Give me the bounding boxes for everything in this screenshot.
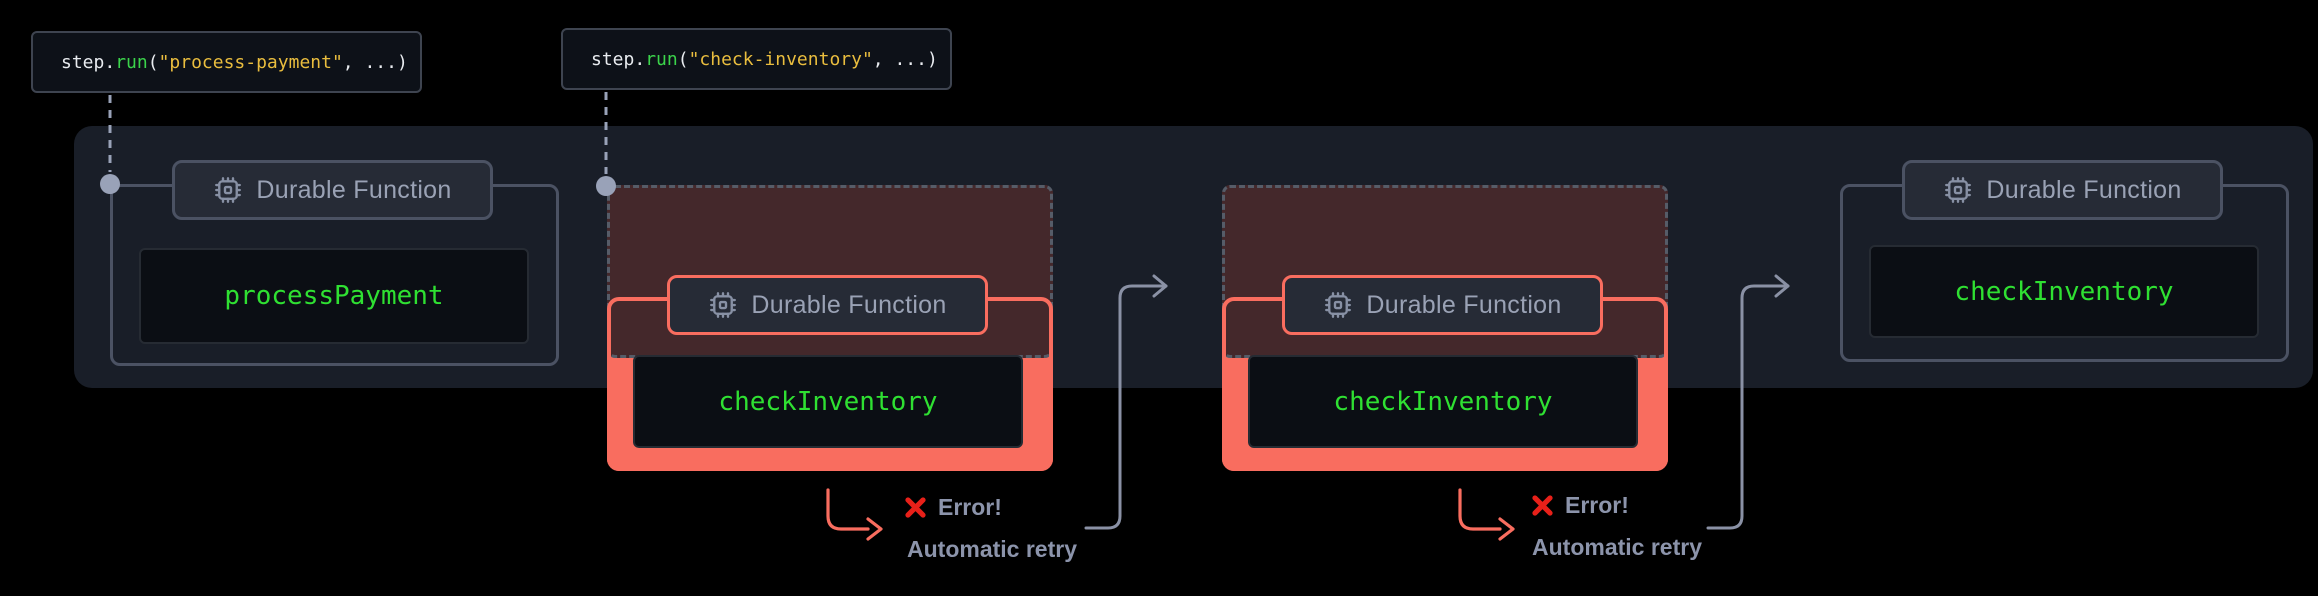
code-token: "process-payment" bbox=[158, 51, 343, 73]
code-token: "check-inventory" bbox=[688, 48, 873, 70]
durable-function-card-1: Durable Function processPayment bbox=[110, 160, 559, 366]
error-elbow-arrow-1 bbox=[826, 488, 883, 541]
durable-function-badge: Durable Function bbox=[667, 275, 988, 335]
function-name: checkInventory bbox=[718, 386, 938, 417]
code-token: , ...) bbox=[872, 48, 938, 70]
code-token: ( bbox=[677, 48, 689, 70]
durable-function-badge: Durable Function bbox=[172, 160, 493, 220]
error-label: Error! bbox=[1565, 492, 1629, 518]
code-token: . bbox=[104, 51, 116, 73]
code-token: . bbox=[634, 48, 646, 70]
function-name-box: checkInventory bbox=[1869, 245, 2259, 338]
arrowhead bbox=[1498, 517, 1515, 541]
function-name-box: checkInventory bbox=[1248, 355, 1638, 448]
x-mark-icon bbox=[1532, 495, 1553, 516]
function-name-box: processPayment bbox=[139, 248, 529, 344]
chip-icon bbox=[215, 177, 242, 203]
code-token: step bbox=[591, 48, 635, 70]
chip-icon bbox=[710, 292, 737, 318]
retry-annotation-2: Automatic retry bbox=[1532, 534, 1702, 561]
durable-function-badge: Durable Function bbox=[1902, 160, 2223, 220]
badge-label: Durable Function bbox=[1366, 290, 1562, 319]
code-token: run bbox=[645, 48, 678, 70]
code-snippet-box-1: step.run("process-payment", ...) bbox=[31, 31, 422, 93]
badge-label: Durable Function bbox=[1986, 175, 2182, 204]
error-label: Error! bbox=[938, 494, 1002, 520]
function-name-box: checkInventory bbox=[633, 355, 1023, 448]
function-name: processPayment bbox=[224, 281, 444, 311]
badge-label: Durable Function bbox=[751, 290, 947, 319]
badge-label: Durable Function bbox=[256, 175, 452, 204]
durable-function-card-4: Durable Function checkInventory bbox=[1840, 160, 2289, 362]
code-snippet-box-2: step.run("check-inventory", ...) bbox=[561, 28, 952, 90]
code-token: step bbox=[61, 51, 105, 73]
arrowhead bbox=[866, 517, 883, 541]
code-token: run bbox=[115, 51, 148, 73]
retry-label: Automatic retry bbox=[1532, 534, 1702, 560]
retry-annotation-1: Automatic retry bbox=[907, 536, 1077, 563]
chip-icon bbox=[1945, 177, 1972, 203]
durable-function-badge: Durable Function bbox=[1282, 275, 1603, 335]
retry-label: Automatic retry bbox=[907, 536, 1077, 562]
chip-icon bbox=[1325, 292, 1352, 318]
x-mark-icon bbox=[905, 497, 926, 518]
code-token: , ...) bbox=[342, 51, 408, 73]
error-elbow-arrow-2 bbox=[1458, 488, 1515, 541]
function-name: checkInventory bbox=[1954, 276, 2174, 307]
error-annotation-1: Error! bbox=[902, 494, 1002, 521]
durable-function-card-2: checkInventory Durable Function bbox=[607, 185, 1053, 473]
function-name: checkInventory bbox=[1333, 386, 1553, 417]
code-token: ( bbox=[147, 51, 159, 73]
durable-function-card-3: checkInventory Durable Function bbox=[1222, 185, 1668, 473]
error-annotation-2: Error! bbox=[1529, 492, 1629, 519]
